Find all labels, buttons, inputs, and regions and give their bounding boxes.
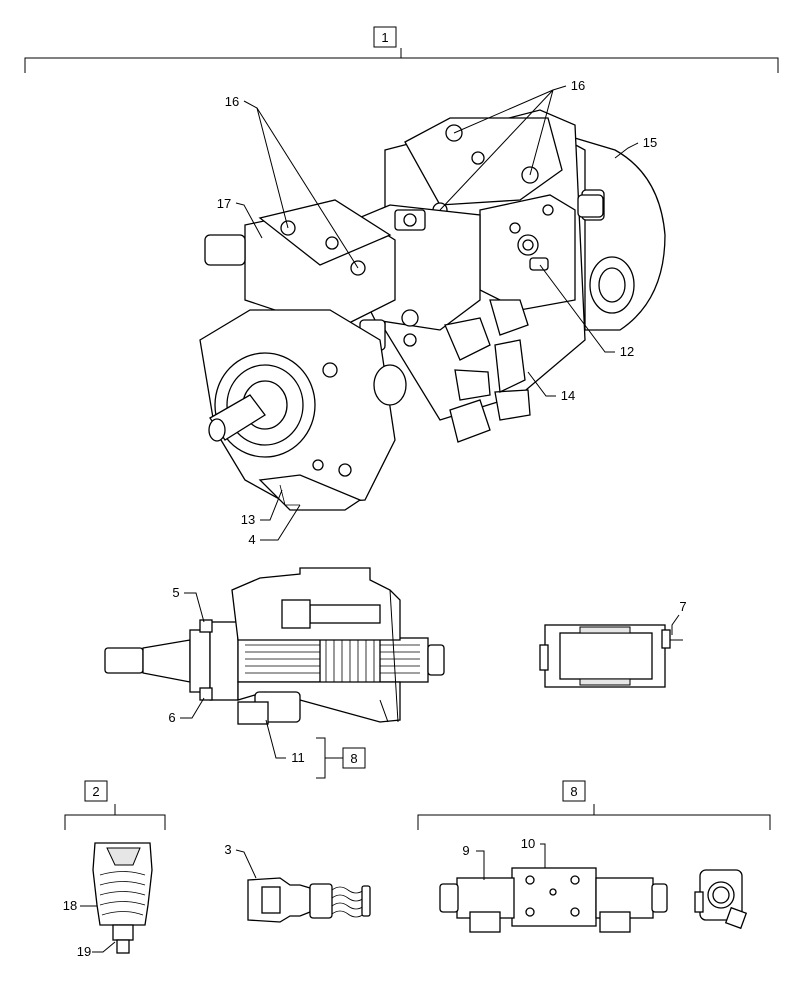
- callout-box-8-inline: [342, 747, 366, 769]
- shaft-cutaway-illustration: [104, 567, 445, 725]
- callout-15-label: 15: [643, 135, 657, 150]
- callout-19-label: 19: [77, 944, 91, 959]
- callout-box-8: [562, 780, 586, 802]
- callout-1-label: 1: [381, 30, 388, 45]
- callout-16-left-label: 16: [225, 94, 239, 109]
- assembly-1-bracket: 1: [24, 26, 779, 73]
- callout-box-1: [373, 26, 397, 48]
- callout-12-label: 12: [620, 344, 634, 359]
- part-3-illustration: 3: [224, 842, 371, 923]
- callout-16-right-label: 16: [571, 78, 585, 93]
- callout-2-label: 2: [92, 784, 99, 799]
- callout-18-label: 18: [63, 898, 77, 913]
- shaft-callouts: 5 6 11 8: [168, 585, 366, 779]
- callout-3-label: 3: [224, 842, 231, 857]
- callout-9-label: 9: [462, 843, 469, 858]
- callout-10-label: 10: [521, 836, 535, 851]
- callout-11-label: 11: [291, 750, 305, 765]
- callout-8-inline-label: 8: [350, 751, 357, 766]
- callout-17-label: 17: [217, 196, 231, 211]
- part-7-illustration: 7: [539, 599, 687, 688]
- callout-6-label: 6: [168, 710, 175, 725]
- pump-assembly-illustration: [199, 109, 666, 511]
- callout-13-label: 13: [241, 512, 255, 527]
- main-assembly-callouts: 16 16 17 15 12 14 13 4: [217, 78, 657, 547]
- callout-7-label: 7: [679, 599, 686, 614]
- callout-5-label: 5: [172, 585, 179, 600]
- callout-4-label: 4: [248, 532, 255, 547]
- callout-box-2: [84, 780, 108, 802]
- group-8-illustration: 8 9 10: [417, 780, 771, 933]
- group-2-illustration: 2 18 19: [63, 780, 166, 959]
- callout-14-label: 14: [561, 388, 575, 403]
- callout-8-label: 8: [570, 784, 577, 799]
